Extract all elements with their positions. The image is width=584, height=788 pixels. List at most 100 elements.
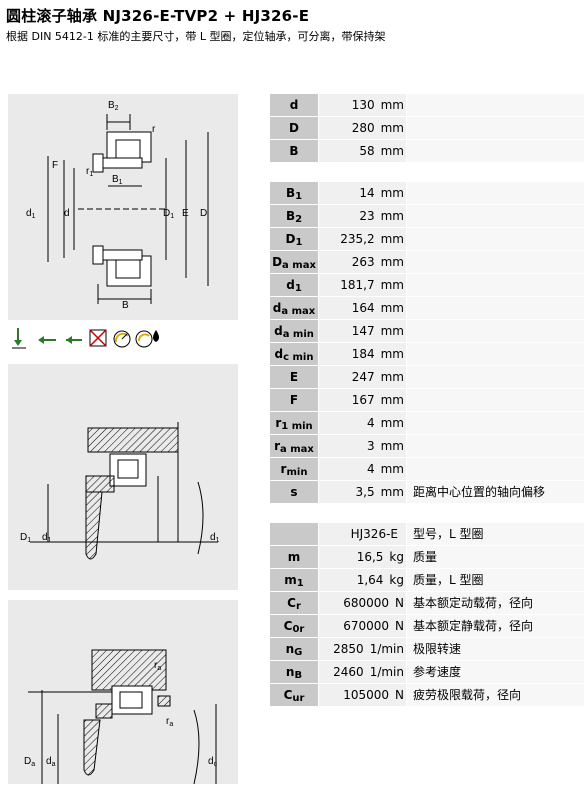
label-D1: D1	[20, 532, 31, 544]
description-cell: 质量	[407, 546, 584, 568]
description-cell: 基本额定动载荷，径向	[407, 592, 584, 614]
value-cell: HJ326-E	[319, 523, 406, 545]
description-cell	[407, 343, 584, 365]
speed-icon	[113, 330, 131, 348]
symbol-cell: nB	[270, 661, 318, 683]
label-F: F	[52, 160, 58, 171]
description-cell	[407, 458, 584, 480]
symbol-cell: nG	[270, 638, 318, 660]
label-E: E	[182, 208, 189, 219]
label-ra-bottom: ra	[166, 716, 173, 728]
symbol-cell: Cur	[270, 684, 318, 706]
label-d1: d1	[26, 208, 36, 220]
description-cell: 型号，L 型圈	[407, 523, 584, 545]
description-cell	[407, 297, 584, 319]
symbol-cell: F	[270, 389, 318, 411]
radial-load-icon	[12, 328, 26, 349]
symbol-cell: B1	[270, 182, 318, 204]
label-B1: B1	[112, 174, 123, 186]
description-cell: 距离中心位置的轴向偏移	[407, 481, 584, 503]
symbol-cell: d	[270, 94, 318, 116]
description-cell	[407, 205, 584, 227]
symbol-cell: B2	[270, 205, 318, 227]
symbol-cell: D	[270, 117, 318, 139]
symbol-cell: rmin	[270, 458, 318, 480]
description-cell	[407, 251, 584, 273]
label-ra-top: ra	[154, 660, 161, 672]
bearing-section-drawing: B2 r r1 B1 F d1 d D1 E D B	[8, 94, 238, 320]
symbol-cell: B	[270, 140, 318, 162]
feature-icons	[10, 326, 170, 352]
symbol-cell: E	[270, 366, 318, 388]
label-dc: dc	[208, 756, 218, 768]
description-cell	[407, 228, 584, 250]
symbol-cell	[270, 523, 318, 545]
label-da: da	[46, 756, 56, 768]
symbol-cell: d1	[270, 274, 318, 296]
label-D: D	[200, 208, 207, 219]
symbol-cell: ra max	[270, 435, 318, 457]
description-cell	[407, 320, 584, 342]
label-B: B	[122, 300, 129, 311]
label-d1-left: d1	[42, 532, 52, 544]
page-subtitle: 根据 DIN 5412-1 标准的主要尺寸，带 L 型圈，定位轴承，可分离，带保…	[6, 30, 386, 43]
label-Da: Da	[24, 756, 35, 768]
symbol-cell: dc min	[270, 343, 318, 365]
description-cell	[407, 117, 584, 139]
description-cell: 质量，L 型圈	[407, 569, 584, 591]
description-cell	[407, 412, 584, 434]
description-cell: 极限转速	[407, 638, 584, 660]
description-cell: 基本额定静载荷，径向	[407, 615, 584, 637]
lubrication-icon	[135, 330, 159, 348]
description-cell	[407, 94, 584, 116]
symbol-cell: C0r	[270, 615, 318, 637]
label-B2: B2	[108, 100, 119, 112]
symbol-cell: da min	[270, 320, 318, 342]
symbol-cell: r1 min	[270, 412, 318, 434]
description-cell	[407, 274, 584, 296]
description-cell	[407, 389, 584, 411]
mounting-drawing-2: ra ra Da da dc	[8, 600, 238, 785]
description-cell	[407, 182, 584, 204]
symbol-cell: Cr	[270, 592, 318, 614]
